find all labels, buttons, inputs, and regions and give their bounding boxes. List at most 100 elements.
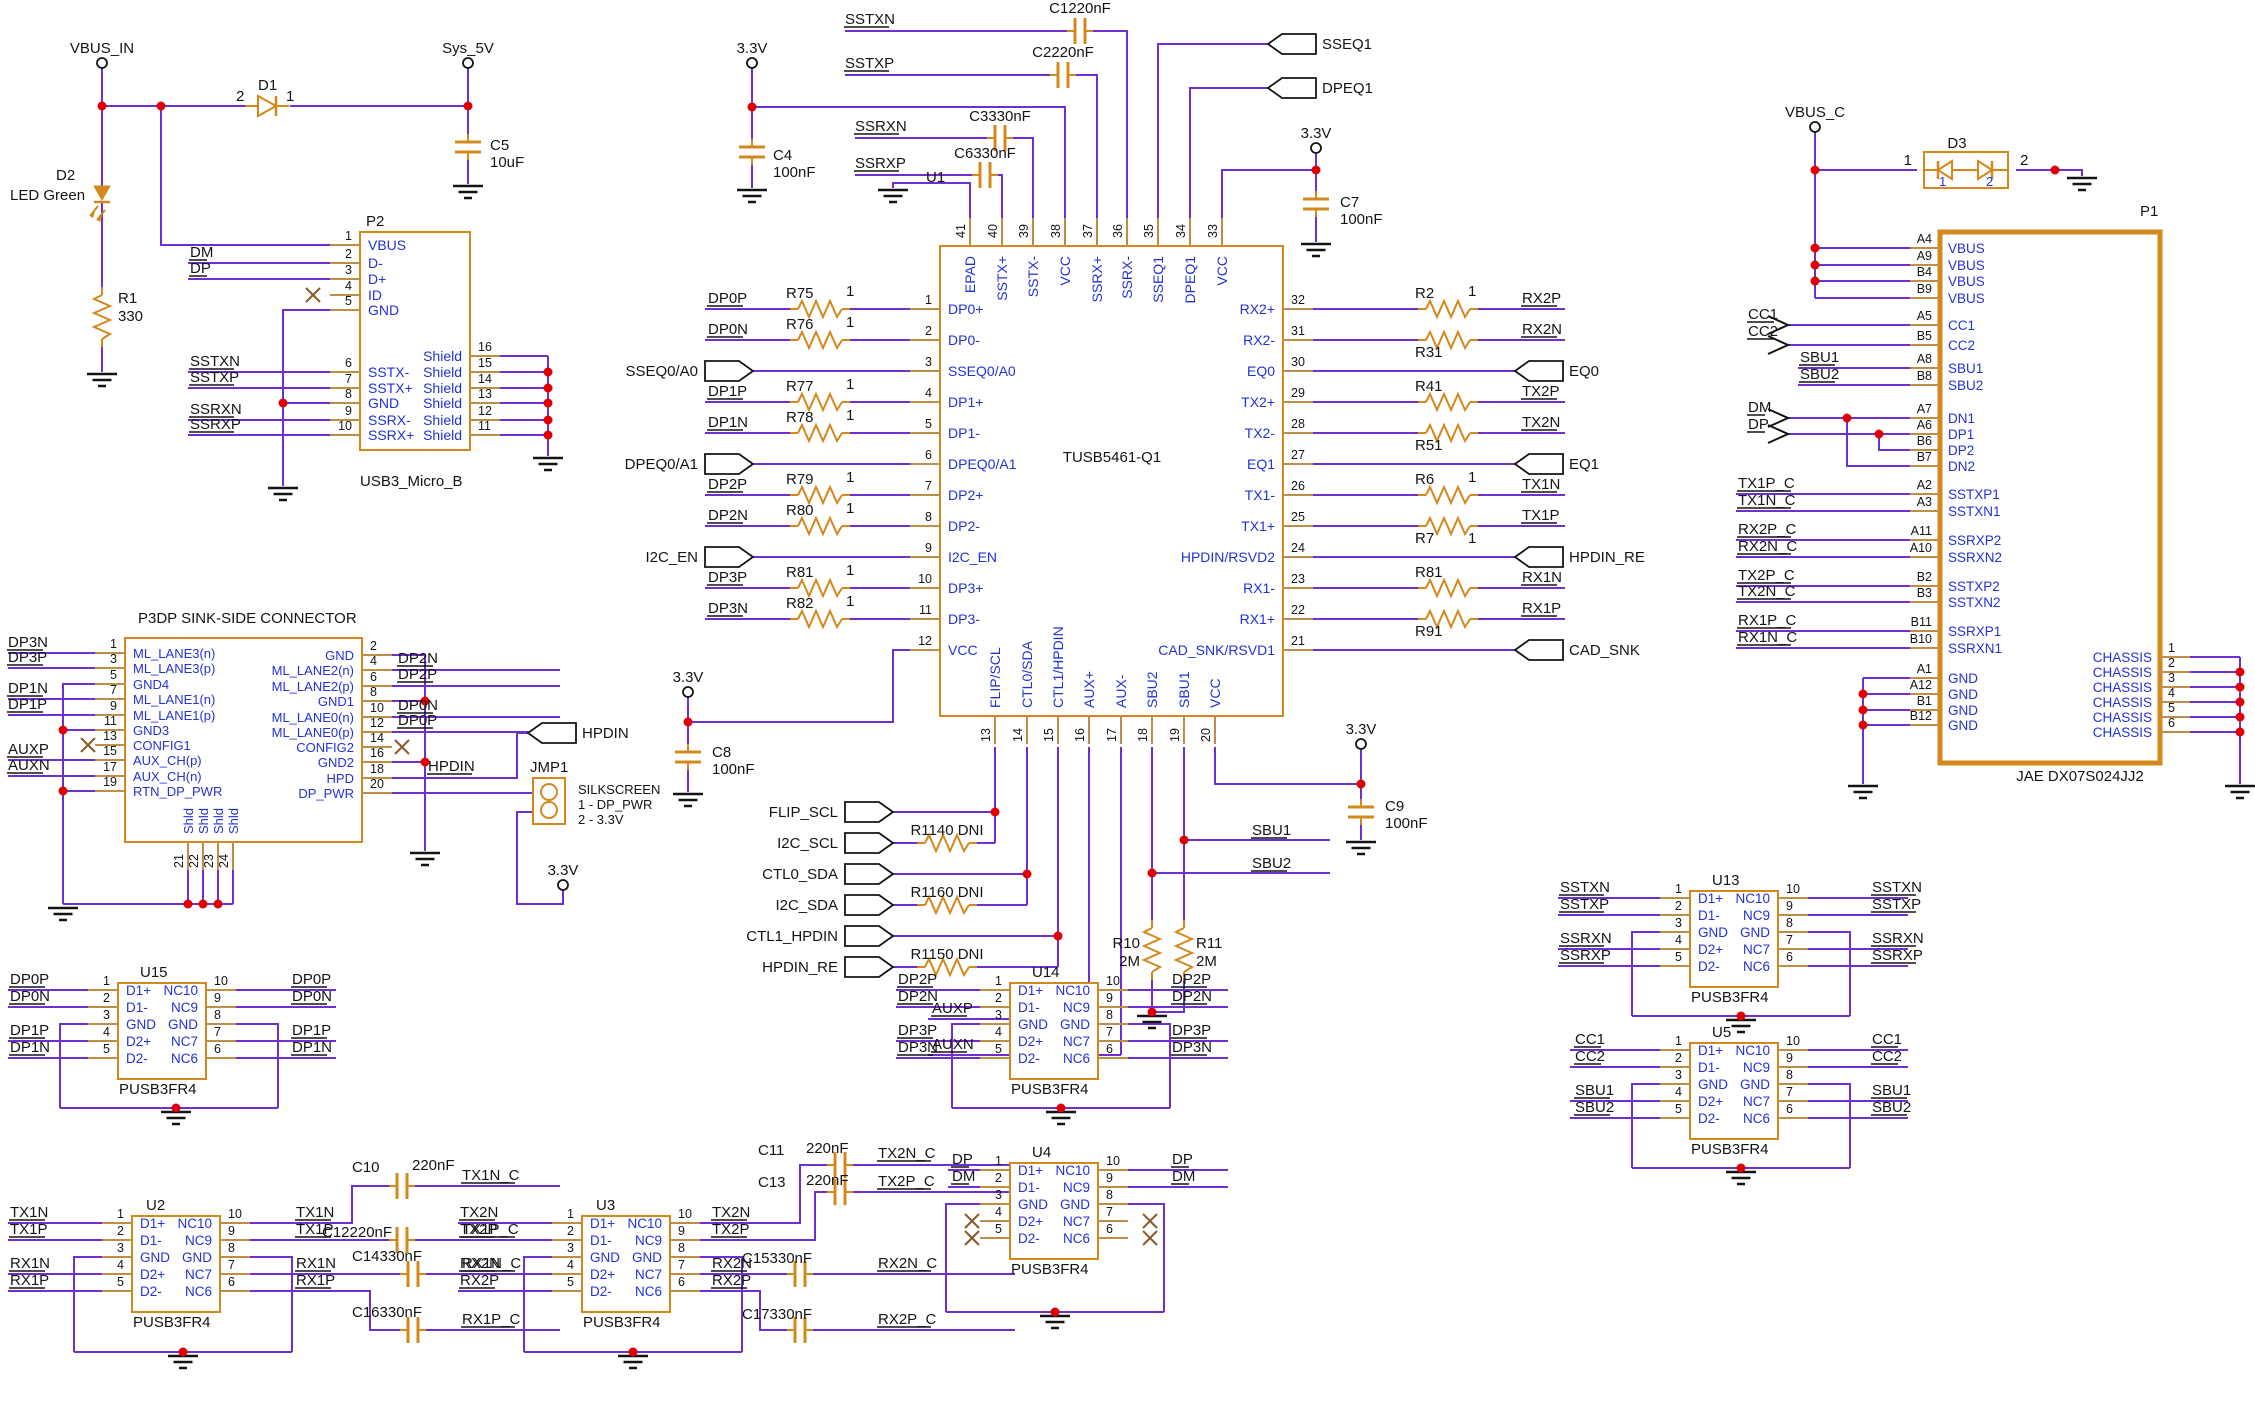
pin-number: 7 bbox=[345, 372, 352, 386]
power-label: 3.3V bbox=[1346, 721, 1377, 738]
power-label: 3.3V bbox=[548, 862, 579, 879]
pin-number: 1 bbox=[925, 293, 932, 307]
pin-number: 3 bbox=[2168, 671, 2175, 685]
net-label: DP3P bbox=[708, 569, 747, 586]
pin-name: NC10 bbox=[1055, 1163, 1090, 1178]
net-label: DP3P bbox=[1172, 1022, 1211, 1039]
power-label: VBUS_IN bbox=[70, 40, 134, 57]
pin-name: GND bbox=[368, 302, 399, 318]
pin-name: NC7 bbox=[1743, 942, 1770, 957]
pin-number: 32 bbox=[1291, 293, 1305, 307]
pin-name: D1+ bbox=[1018, 983, 1043, 998]
junction-dot bbox=[1311, 165, 1321, 175]
net-label: DP0P bbox=[398, 712, 437, 729]
annotation: C17330nF bbox=[742, 1306, 812, 1323]
pin-number: 1 bbox=[995, 1154, 1002, 1168]
junction-dot bbox=[2235, 697, 2245, 707]
pin-name: Shld bbox=[196, 808, 211, 834]
net-label: SSRXN bbox=[1560, 930, 1612, 947]
pin-name: GND bbox=[1948, 703, 1978, 718]
pin-number: 6 bbox=[1786, 950, 1793, 964]
pin-name: VCC bbox=[1214, 256, 1230, 286]
resistor-symbol bbox=[797, 577, 843, 599]
wire bbox=[1221, 169, 1316, 218]
pin-number: 10 bbox=[1786, 882, 1800, 896]
pin-number: 3 bbox=[345, 263, 352, 277]
pin-number: 7 bbox=[1106, 1025, 1113, 1039]
wire bbox=[1808, 1083, 1851, 1168]
junction-dot bbox=[2050, 165, 2060, 175]
pin-number: A4 bbox=[1917, 232, 1932, 246]
pin-name: GND bbox=[1018, 1197, 1048, 1212]
pin-number: 7 bbox=[214, 1025, 221, 1039]
net-flag bbox=[844, 925, 895, 947]
pin-name: DPEQ0/A1 bbox=[948, 456, 1017, 472]
net-label: SSRXP bbox=[1560, 947, 1611, 964]
pin-name: SSTXP1 bbox=[1948, 487, 2000, 502]
pin-name: Shld bbox=[226, 808, 241, 834]
U15-body bbox=[117, 982, 207, 1080]
pin-number: 10 bbox=[214, 974, 228, 988]
net-label: SSRXP bbox=[855, 155, 906, 172]
net-flag-label: CAD_SNK bbox=[1569, 642, 1640, 659]
pin-name: D1- bbox=[590, 1233, 612, 1248]
junction-dot bbox=[213, 899, 223, 909]
pin-name: NC6 bbox=[1063, 1231, 1090, 1246]
net-flag bbox=[1513, 360, 1564, 382]
net-label: DP bbox=[1748, 416, 1769, 433]
power-node bbox=[96, 57, 108, 69]
pin-number: 8 bbox=[214, 1008, 221, 1022]
net-chevron bbox=[1767, 408, 1791, 428]
wire bbox=[1214, 747, 1361, 785]
pin-number: 12 bbox=[370, 716, 384, 730]
pin-name: GND bbox=[140, 1250, 170, 1265]
net-label: SSRXP bbox=[1872, 947, 1923, 964]
junction-dot bbox=[543, 430, 553, 440]
pin-name: Shield bbox=[423, 427, 462, 443]
net-label: RX2N_C bbox=[878, 1255, 937, 1272]
led-arrowhead bbox=[90, 212, 95, 218]
annotation: R1140 DNI bbox=[910, 822, 983, 839]
net-flag bbox=[1513, 639, 1564, 661]
pin-number: 27 bbox=[1291, 448, 1305, 462]
resistor-symbol bbox=[1425, 608, 1471, 630]
component-ref: U14 bbox=[1032, 964, 1060, 981]
pin-number: 41 bbox=[954, 224, 968, 238]
pin-number: 2 bbox=[345, 247, 352, 261]
pin-number: 6 bbox=[1786, 1102, 1793, 1116]
pin-name: HPDIN/RSVD2 bbox=[1181, 549, 1275, 565]
net-label: SBU2 bbox=[1575, 1099, 1614, 1116]
junction-dot bbox=[58, 786, 68, 796]
pin-name: ML_LANE1(n) bbox=[133, 692, 215, 707]
resistor-symbol bbox=[797, 329, 843, 351]
wire bbox=[62, 683, 95, 904]
annotation: 2M bbox=[1119, 953, 1140, 970]
no-connect-x bbox=[964, 1230, 980, 1246]
pin-name: ML_LANE1(p) bbox=[133, 708, 215, 723]
pin-number: 10 bbox=[1786, 1034, 1800, 1048]
net-label: DP2N bbox=[898, 988, 938, 1005]
pin-number: 6 bbox=[370, 670, 377, 684]
pin-number: A8 bbox=[1917, 352, 1932, 366]
pin-name: D1- bbox=[126, 1000, 148, 1015]
wire bbox=[700, 1290, 791, 1331]
pin-name: SSTX- bbox=[368, 364, 410, 380]
pin-number: 39 bbox=[1017, 224, 1031, 238]
power-node bbox=[1355, 738, 1367, 750]
net-label: SSRXN bbox=[1872, 930, 1924, 947]
net-flag-label: HPDIN_RE bbox=[1569, 549, 1645, 566]
net-label: DP3P bbox=[898, 1022, 937, 1039]
net-label: DP bbox=[190, 260, 211, 277]
resistor-symbol bbox=[797, 391, 843, 413]
pin-name: NC6 bbox=[1743, 1111, 1770, 1126]
pin-name: DN2 bbox=[1948, 459, 1975, 474]
annotation: D1 bbox=[258, 77, 277, 94]
pin-name: CHASSIS bbox=[2093, 710, 2152, 725]
wire bbox=[1808, 931, 1851, 1016]
pin-number: 4 bbox=[995, 1025, 1002, 1039]
wire bbox=[2055, 169, 2083, 176]
annotation: C14330nF bbox=[352, 1248, 422, 1265]
pin-name: GND bbox=[1948, 671, 1978, 686]
pin-name: D2+ bbox=[126, 1034, 151, 1049]
pin-name: AUX_CH(n) bbox=[133, 769, 202, 784]
